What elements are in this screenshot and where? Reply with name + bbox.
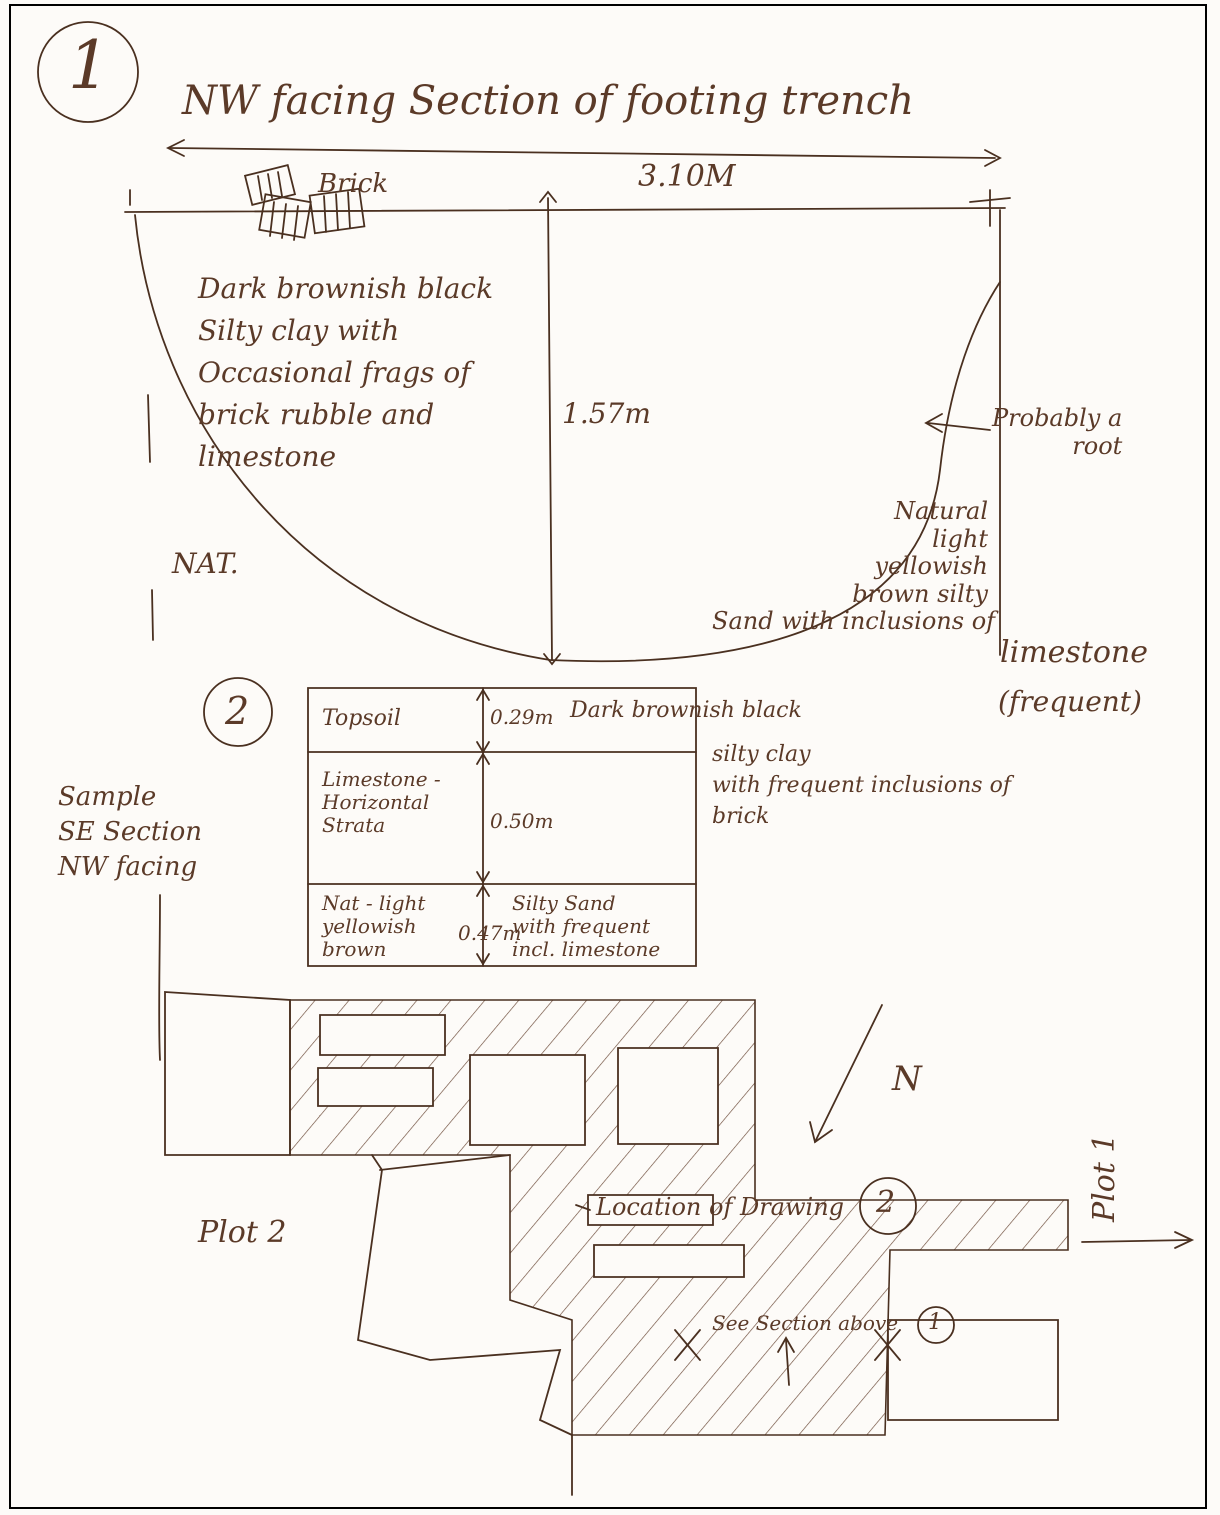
north-label: N	[892, 1059, 922, 1099]
sample-side-note: silty clay with frequent inclusions of b…	[712, 742, 1011, 829]
nat-label: NAT.	[172, 547, 239, 580]
trench-cut-outline	[135, 215, 1000, 661]
depth-dimension-line	[548, 198, 552, 660]
section-1-number: 1	[68, 27, 110, 104]
section-2-circle	[204, 678, 272, 746]
row-limestone-depth: 0.50m	[490, 809, 554, 833]
fill-description: Dark brownish black Silty clay with Occa…	[198, 272, 494, 473]
plot-2-label: Plot 2	[198, 1215, 287, 1250]
limestone-label: limestone	[1000, 635, 1148, 670]
sample-left-mark	[159, 895, 160, 1060]
see-section-number: 1	[928, 1310, 942, 1335]
section-2-number: 2	[225, 689, 250, 733]
ground-surface-line	[125, 208, 1005, 212]
row-natural-layer: Nat - light yellowish brown	[322, 891, 426, 961]
sheet-border	[9, 4, 1207, 1509]
row-natural-description: Silty Sand with frequent incl. limestone	[512, 891, 661, 961]
row-topsoil-layer: Topsoil	[322, 706, 401, 731]
plot-1-label: Plot 1	[1087, 1133, 1122, 1222]
row-topsoil-description: Dark brownish black	[570, 698, 802, 723]
section-1-title: NW facing Section of footing trench	[182, 78, 914, 124]
width-arrow-right	[985, 150, 1000, 166]
root-pointer-arrowhead	[926, 414, 942, 432]
north-arrow-line	[815, 1005, 882, 1142]
location-of-drawing-number: 2	[876, 1185, 896, 1220]
width-dimension-line	[170, 148, 995, 158]
see-section-label: See Section above	[712, 1311, 899, 1335]
section-left-edge-lower	[152, 590, 153, 640]
datum-tick-right-cross	[970, 198, 1010, 202]
depth-arrow-bottom	[544, 654, 560, 664]
plot-1-arrowhead	[1175, 1232, 1192, 1248]
section-1-circle	[38, 22, 138, 122]
width-arrow-left	[168, 140, 184, 156]
natural-description: Natural light yellowish brown silty Sand…	[712, 497, 996, 636]
see-section-1-circle	[918, 1307, 954, 1343]
probably-root-label: Probably a root	[992, 404, 1123, 460]
row-limestone-layer: Limestone - Horizontal Strata	[322, 767, 441, 837]
north-arrow-head	[810, 1122, 832, 1142]
location-of-drawing-label: Location of Drawing	[596, 1193, 845, 1221]
depth-arrow-top	[540, 192, 556, 202]
frequent-label: (frequent)	[998, 685, 1142, 718]
depth-dimension-label: 1.57m	[562, 397, 651, 430]
width-dimension-label: 3.10M	[638, 159, 736, 194]
sample-section-caption: Sample SE Section NW facing	[58, 782, 202, 883]
row-topsoil-depth: 0.29m	[490, 705, 554, 729]
section-left-edge-upper	[148, 395, 150, 462]
site-plan	[165, 992, 1068, 1495]
sample-section-table	[308, 688, 696, 966]
plot-1-arrow-line	[1082, 1240, 1190, 1242]
location-2-circle	[860, 1178, 916, 1234]
brick-label: Brick	[318, 169, 389, 199]
row-natural-depth: 0.47m	[458, 921, 522, 945]
root-pointer-line	[928, 423, 990, 430]
brick-fragments	[245, 165, 364, 240]
